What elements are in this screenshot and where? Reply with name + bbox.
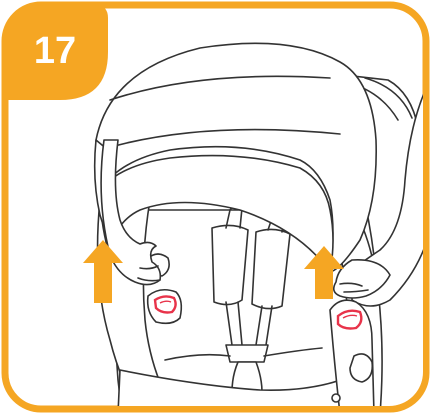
rivet (332, 394, 340, 402)
release-button-left (155, 296, 176, 312)
shoulder-pad-left (212, 225, 248, 304)
harness-buckle (226, 345, 268, 362)
step-badge-shape (5, 5, 108, 100)
wheel-hub (350, 354, 372, 382)
release-button-right (338, 311, 361, 329)
